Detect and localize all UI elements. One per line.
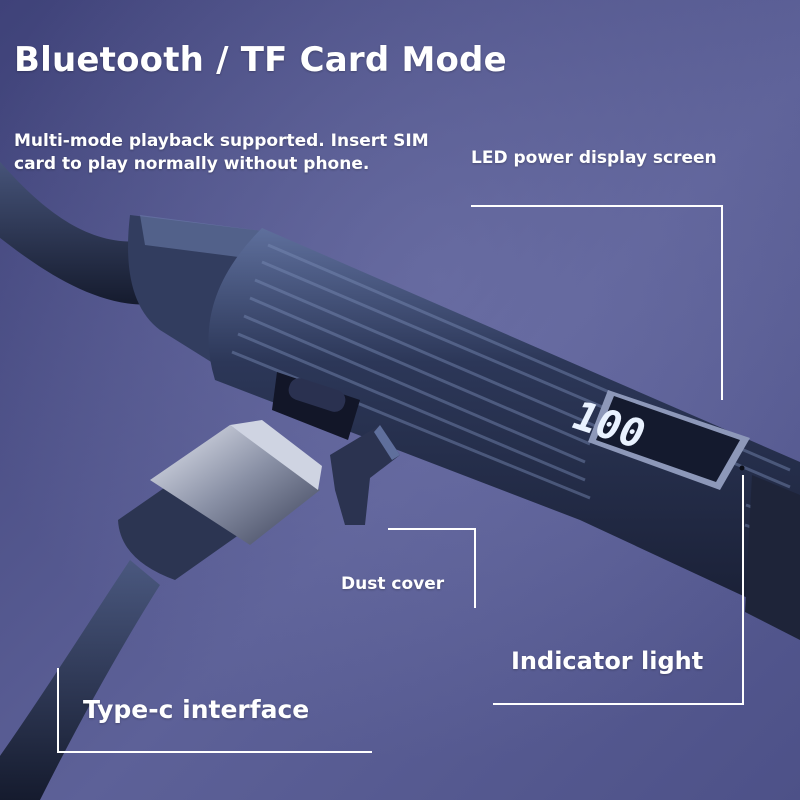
dust-cover-flap xyxy=(330,425,400,525)
typec-callout-line-v xyxy=(57,668,59,753)
device-body xyxy=(208,228,800,612)
feature-description: Multi-mode playback supported. Insert SI… xyxy=(14,131,429,174)
led-callout-line-h xyxy=(471,205,723,207)
indicator-light xyxy=(739,465,745,471)
type-c-callout: Type-c interface xyxy=(83,695,310,724)
indicator-callout-line-v xyxy=(742,475,744,705)
dust-callout-line-v xyxy=(474,528,476,608)
usb-c-port xyxy=(272,372,360,440)
dust-callout-line-h xyxy=(388,528,476,530)
dust-cover-callout: Dust cover xyxy=(341,574,445,594)
led-callout-line-v xyxy=(721,205,723,400)
type-c-plug-tip xyxy=(230,420,322,490)
type-c-cable xyxy=(0,560,160,800)
type-c-plug-housing xyxy=(150,425,320,545)
led-display: 100 xyxy=(564,390,750,490)
page-title: Bluetooth / TF Card Mode xyxy=(14,40,507,80)
indicator-callout-line-h xyxy=(493,703,744,705)
indicator-light-callout: Indicator light xyxy=(511,647,704,675)
typec-callout-line-h xyxy=(57,751,372,753)
device-end-cap xyxy=(745,475,800,640)
led-display-callout: LED power display screen xyxy=(471,148,717,168)
